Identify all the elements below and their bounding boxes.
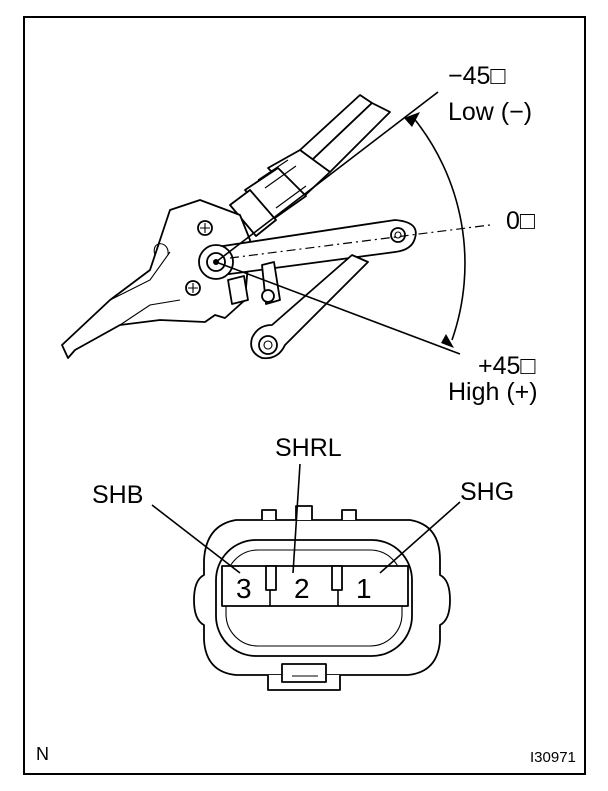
pin-number-2: 2 — [294, 573, 310, 604]
terminal-label-shrl: SHRL — [275, 434, 342, 462]
connector-leader-lines — [151, 463, 461, 574]
angle-minus-value: −45□ — [448, 62, 506, 90]
arc-arrow-up — [404, 112, 420, 127]
terminal-label-shg: SHG — [460, 478, 514, 506]
pin-number-3: 3 — [236, 573, 252, 604]
arc-arrow-down — [441, 334, 454, 348]
angle-reference-lines — [215, 91, 491, 355]
connector-illustration — [193, 505, 451, 691]
plus-45-line — [215, 261, 461, 355]
figure-id: I30971 — [530, 749, 576, 766]
pin-number-1: 1 — [356, 573, 372, 604]
height-sensor-illustration — [61, 94, 417, 360]
angle-zero-value: 0□ — [506, 207, 536, 235]
rotation-arc — [411, 115, 466, 341]
angle-plus-value: +45□ — [478, 352, 536, 380]
footer-mark: N — [36, 744, 49, 764]
angle-minus-direction: Low (−) — [448, 98, 532, 126]
terminal-label-shb: SHB — [92, 481, 143, 509]
zero-degree-line — [229, 224, 491, 259]
minus-45-line — [215, 91, 439, 263]
angle-plus-direction: High (+) — [448, 378, 538, 406]
